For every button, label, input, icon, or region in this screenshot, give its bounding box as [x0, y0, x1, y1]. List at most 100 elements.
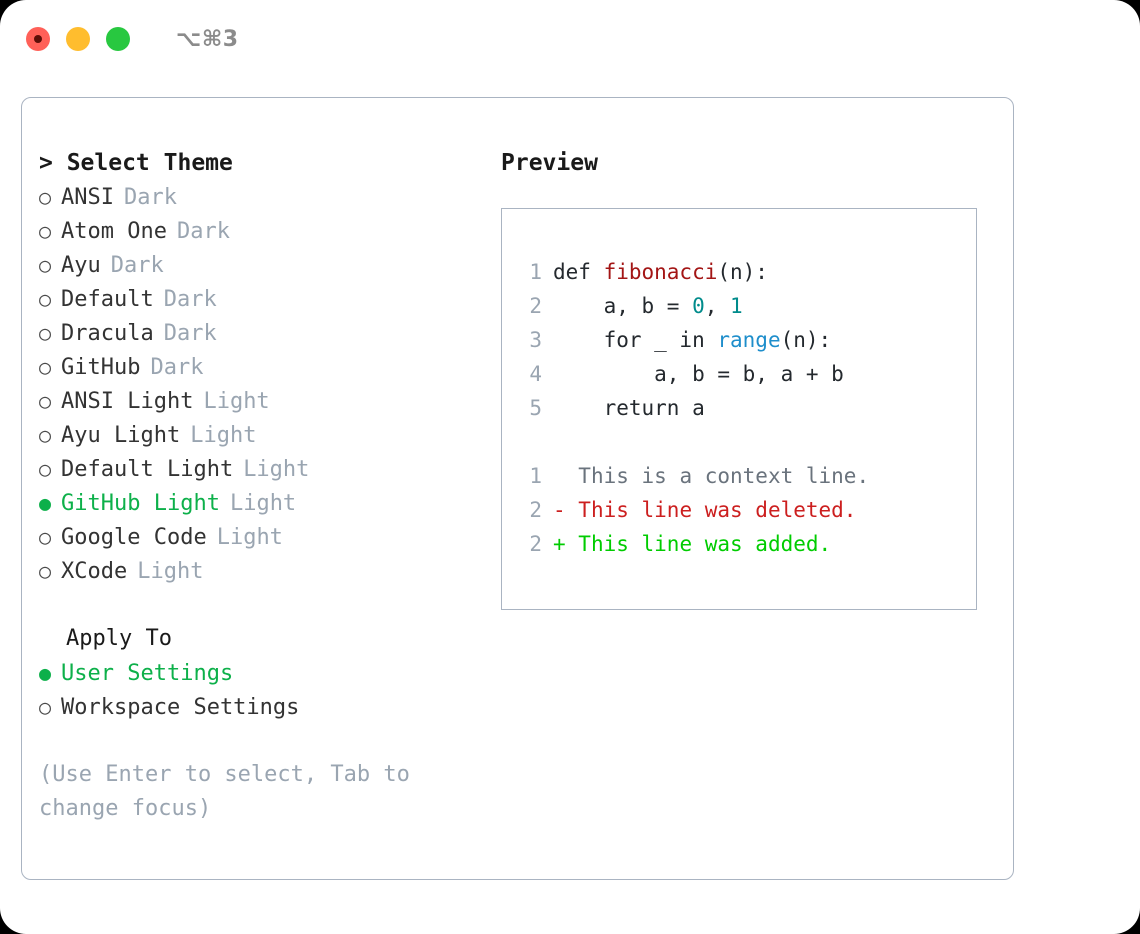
theme-variant-tag: Light [243, 457, 310, 482]
code-token-num: 1 [730, 294, 743, 318]
diff-text: This is a context line. [565, 464, 870, 488]
theme-option-label: Google Code [61, 525, 207, 550]
line-number: 1 [529, 464, 542, 488]
theme-variant-tag: Dark [176, 219, 230, 244]
theme-variant-tag: Light [229, 491, 297, 516]
code-text: a, b = b, a + b [553, 357, 844, 391]
theme-option-ayu-light[interactable]: ○ Ayu Light Light [39, 418, 489, 452]
theme-option-default[interactable]: ○ Default Dark [39, 282, 489, 316]
code-token-plain: def [553, 260, 604, 284]
theme-option-github-light[interactable]: ● GitHub Light Light [39, 486, 489, 520]
code-line: 5 return a [502, 391, 976, 425]
code-token-plain: for _ in [553, 328, 718, 352]
theme-variant-tag: Dark [110, 253, 164, 278]
radio-unselected-icon: ○ [39, 253, 52, 277]
minimize-button[interactable] [66, 27, 90, 51]
diff-line-del: 2- This line was deleted. [502, 493, 976, 527]
theme-option-ayu[interactable]: ○ Ayu Dark [39, 248, 489, 282]
theme-option-ansi-light[interactable]: ○ ANSI Light Light [39, 384, 489, 418]
code-token-num: 0 [692, 294, 705, 318]
code-line: 1 def fibonacci(n): [502, 255, 976, 289]
code-token-plain: (n): [717, 260, 768, 284]
theme-option-label: Atom One [61, 219, 167, 244]
diff-text: This line was added. [565, 532, 832, 556]
help-hint-text: (Use Enter to select, Tab to change focu… [39, 762, 424, 821]
radio-unselected-icon: ○ [39, 423, 52, 447]
code-token-call: range [717, 328, 781, 352]
title-bar: ⌥⌘3 [0, 0, 1140, 78]
theme-option-ansi[interactable]: ○ ANSI Dark [39, 180, 489, 214]
line-number: 1 [529, 260, 542, 284]
apply-to-option-workspace-settings[interactable]: ○ Workspace Settings [39, 690, 489, 724]
radio-unselected-icon: ○ [39, 457, 52, 481]
code-line: 3 for _ in range(n): [502, 323, 976, 357]
apply-to-option-user-settings[interactable]: ● User Settings [39, 656, 489, 690]
radio-unselected-icon: ○ [39, 287, 52, 311]
theme-variant-tag: Dark [150, 355, 204, 380]
theme-option-dracula[interactable]: ○ Dracula Dark [39, 316, 489, 350]
theme-variant-tag: Light [137, 559, 204, 584]
preview-title: Preview [501, 150, 598, 176]
code-token-plain: return a [553, 396, 705, 420]
radio-selected-icon: ● [39, 491, 52, 515]
code-text: for _ in range(n): [553, 323, 832, 357]
code-spacer [502, 425, 976, 459]
theme-option-label: Dracula [61, 321, 154, 346]
theme-option-label: Ayu [61, 253, 101, 278]
maximize-button[interactable] [106, 27, 130, 51]
radio-unselected-icon: ○ [39, 559, 52, 583]
code-token-plain: a, b = [553, 294, 693, 318]
radio-unselected-icon: ○ [39, 219, 52, 243]
line-number: 3 [529, 328, 542, 352]
apply-to-option-label: Workspace Settings [61, 695, 300, 720]
code-token-plain: , [704, 294, 731, 318]
theme-option-label: ANSI Light [61, 389, 194, 414]
line-number: 4 [529, 362, 542, 386]
radio-unselected-icon: ○ [39, 695, 52, 719]
radio-unselected-icon: ○ [39, 185, 52, 209]
theme-variant-tag: Dark [123, 185, 177, 210]
theme-option-label: GitHub [61, 355, 141, 380]
line-number: 2 [529, 294, 542, 318]
apply-to-list: ● User Settings ○ Workspace Settings [39, 656, 489, 724]
radio-unselected-icon: ○ [39, 525, 52, 549]
code-token-plain: (n): [780, 328, 832, 352]
theme-option-label: ANSI [61, 185, 114, 210]
code-line: 2 a, b = 0, 1 [502, 289, 976, 323]
theme-option-label: Default Light [61, 457, 234, 482]
diff-marker: - [553, 498, 566, 522]
code-text: return a [553, 391, 705, 425]
diff-sample: 1 This is a context line. 2- This line wa… [502, 459, 976, 561]
diff-text: This line was deleted. [565, 498, 857, 522]
radio-selected-icon: ● [39, 661, 52, 685]
theme-option-label: Ayu Light [61, 423, 181, 448]
code-text: def fibonacci(n): [553, 255, 768, 289]
theme-variant-tag: Dark [163, 321, 217, 346]
code-text: a, b = 0, 1 [553, 289, 743, 323]
theme-option-label: GitHub Light [61, 491, 220, 516]
close-button[interactable] [26, 27, 50, 51]
theme-variant-tag: Light [203, 389, 270, 414]
code-token-fn: fibonacci [603, 260, 718, 284]
theme-variant-tag: Dark [163, 287, 217, 312]
select-theme-header: > Select Theme [39, 150, 233, 176]
radio-unselected-icon: ○ [39, 321, 52, 345]
theme-option-label: Default [61, 287, 154, 312]
radio-unselected-icon: ○ [39, 389, 52, 413]
theme-option-atom-one[interactable]: ○ Atom One Dark [39, 214, 489, 248]
line-number: 2 [529, 498, 542, 522]
line-number: 5 [529, 396, 542, 420]
apply-to-option-label: User Settings [61, 661, 234, 686]
theme-option-default-light[interactable]: ○ Default Light Light [39, 452, 489, 486]
theme-variant-tag: Light [190, 423, 257, 448]
